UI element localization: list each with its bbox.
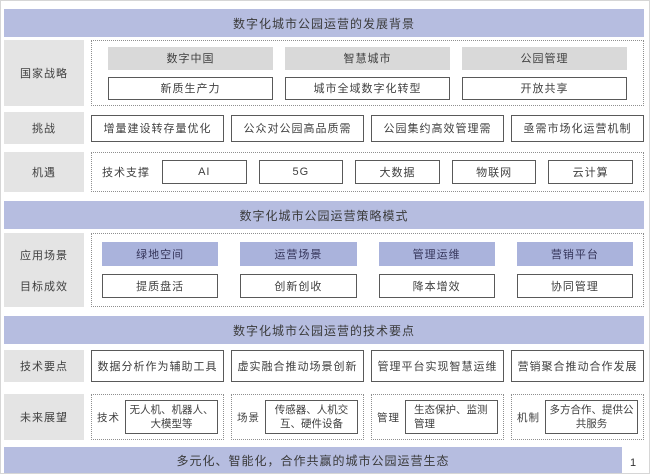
- opportunity-box: 5G: [258, 160, 344, 184]
- future-tag: 机制: [517, 411, 540, 424]
- tech-point-box: 管理平台实现智慧运维: [371, 350, 504, 382]
- section-title-tech-points: 数字化城市公园运营的技术要点: [232, 323, 415, 338]
- goal-box: 创新创收: [240, 274, 357, 298]
- goals-line: 提质盘活 创新创收 降本增效 协同管理: [102, 274, 633, 298]
- row-label-national-strategy: 国家战略: [4, 40, 84, 106]
- challenges-container: 增量建设转存量优化 公众对公园高品质需 公园集约高效管理需 亟需市场化运营机制: [91, 112, 644, 144]
- national-strategy-container: 数字中国 新质生产力 智慧城市 城市全域数字化转型 公园管理 开放共享: [91, 40, 644, 106]
- tech-point-box: 营销聚合推动合作发展: [511, 350, 644, 382]
- row-challenges: 挑战 增量建设转存量优化 公众对公园高品质需 公园集约高效管理需 亟需市场化运营…: [4, 112, 644, 144]
- goal-box: 提质盘活: [102, 274, 219, 298]
- future-group-scene: 场景 传感器、人机交互、硬件设备: [231, 394, 364, 440]
- row-label-application-scenes: 应用场景: [20, 249, 68, 262]
- section-banner-background: 数字化城市公园运营的发展背景: [4, 9, 644, 37]
- strategy-box-top: 公园管理: [462, 46, 627, 70]
- section-banner-tech-points: 数字化城市公园运营的技术要点: [4, 316, 644, 344]
- scene-box: 绿地空间: [102, 242, 219, 266]
- strategy-box-bottom: 城市全域数字化转型: [285, 76, 450, 100]
- tech-point-box: 数据分析作为辅助工具: [91, 350, 224, 382]
- challenge-box: 公园集约高效管理需: [371, 114, 504, 142]
- future-tag: 场景: [237, 411, 260, 424]
- future-tag: 技术: [97, 411, 120, 424]
- footer: 多元化、智能化，合作共赢的城市公园运营生态 1: [4, 447, 644, 473]
- section-banner-strategy-mode: 数字化城市公园运营策略模式: [4, 201, 644, 229]
- future-outlook-container: 技术 无人机、机器人、大模型等 场景 传感器、人机交互、硬件设备 管理 生态保护…: [91, 394, 644, 440]
- goal-box: 降本增效: [378, 274, 495, 298]
- opportunities-prefix: 技术支撑: [102, 167, 150, 179]
- strategy-box-top: 数字中国: [108, 46, 273, 70]
- opportunity-box: 云计算: [548, 160, 633, 184]
- tech-points-container: 数据分析作为辅助工具 虚实融合推动场景创新 管理平台实现智慧运维 营销聚合推动合…: [91, 350, 644, 382]
- future-box: 传感器、人机交互、硬件设备: [265, 400, 358, 434]
- opportunities-container: 技术支撑 AI 5G 大数据 物联网 云计算: [91, 152, 644, 192]
- row-label-future-outlook: 未来展望: [4, 394, 84, 440]
- row-label-challenges: 挑战: [4, 112, 84, 144]
- future-box: 多方合作、提供公共服务: [545, 400, 638, 434]
- tech-point-box: 虚实融合推动场景创新: [231, 350, 364, 382]
- page-number: 1: [629, 457, 637, 469]
- future-group-management: 管理 生态保护、监测管理: [371, 394, 504, 440]
- strategy-column-smart-city: 智慧城市 城市全域数字化转型: [285, 46, 450, 100]
- future-box: 无人机、机器人、大模型等: [125, 400, 218, 434]
- row-tech-points: 技术要点 数据分析作为辅助工具 虚实融合推动场景创新 管理平台实现智慧运维 营销…: [4, 350, 644, 382]
- future-box: 生态保护、监测管理: [405, 400, 498, 434]
- scenes-line: 绿地空间 运营场景 管理运维 营销平台: [102, 242, 633, 266]
- row-label-tech-points: 技术要点: [4, 350, 84, 382]
- row-label-target-results: 目标成效: [20, 280, 68, 293]
- scenes-goals-container: 绿地空间 运营场景 管理运维 营销平台 提质盘活 创新创收 降本增效 协同管理: [91, 233, 644, 307]
- row-label-opportunities: 机遇: [4, 152, 84, 192]
- section-title-background: 数字化城市公园运营的发展背景: [232, 16, 415, 31]
- row-labels-scenes-goals: 应用场景 目标成效: [4, 233, 84, 307]
- strategy-box-top: 智慧城市: [285, 46, 450, 70]
- section-title-strategy-mode: 数字化城市公园运营策略模式: [239, 208, 409, 223]
- row-future-outlook: 未来展望 技术 无人机、机器人、大模型等 场景 传感器、人机交互、硬件设备 管理…: [4, 394, 644, 440]
- row-national-strategy: 国家战略 数字中国 新质生产力 智慧城市 城市全域数字化转型 公园管理 开放共享: [4, 40, 644, 106]
- strategy-box-bottom: 开放共享: [462, 76, 627, 100]
- challenge-box: 亟需市场化运营机制: [511, 114, 644, 142]
- opportunity-box: 大数据: [355, 160, 440, 184]
- strategy-box-bottom: 新质生产力: [108, 76, 273, 100]
- challenge-box: 公众对公园高品质需: [231, 114, 364, 142]
- future-group-technology: 技术 无人机、机器人、大模型等: [91, 394, 224, 440]
- goal-box: 协同管理: [516, 274, 633, 298]
- opportunity-box: 物联网: [451, 160, 537, 184]
- opportunity-box: AI: [162, 160, 247, 184]
- future-tag: 管理: [377, 411, 400, 424]
- strategy-column-park-management: 公园管理 开放共享: [462, 46, 627, 100]
- scene-box: 运营场景: [240, 242, 357, 266]
- footer-title: 多元化、智能化，合作共赢的城市公园运营生态: [176, 453, 450, 468]
- scene-box: 营销平台: [516, 242, 633, 266]
- row-opportunities: 机遇 技术支撑 AI 5G 大数据 物联网 云计算: [4, 152, 644, 192]
- challenge-box: 增量建设转存量优化: [91, 114, 224, 142]
- scene-box: 管理运维: [378, 242, 495, 266]
- footer-banner: 多元化、智能化，合作共赢的城市公园运营生态: [4, 447, 622, 473]
- row-scenes-goals: 应用场景 目标成效 绿地空间 运营场景 管理运维 营销平台 提质盘活 创新创收 …: [4, 233, 644, 307]
- strategy-column-digital-china: 数字中国 新质生产力: [108, 46, 273, 100]
- future-group-mechanism: 机制 多方合作、提供公共服务: [511, 394, 644, 440]
